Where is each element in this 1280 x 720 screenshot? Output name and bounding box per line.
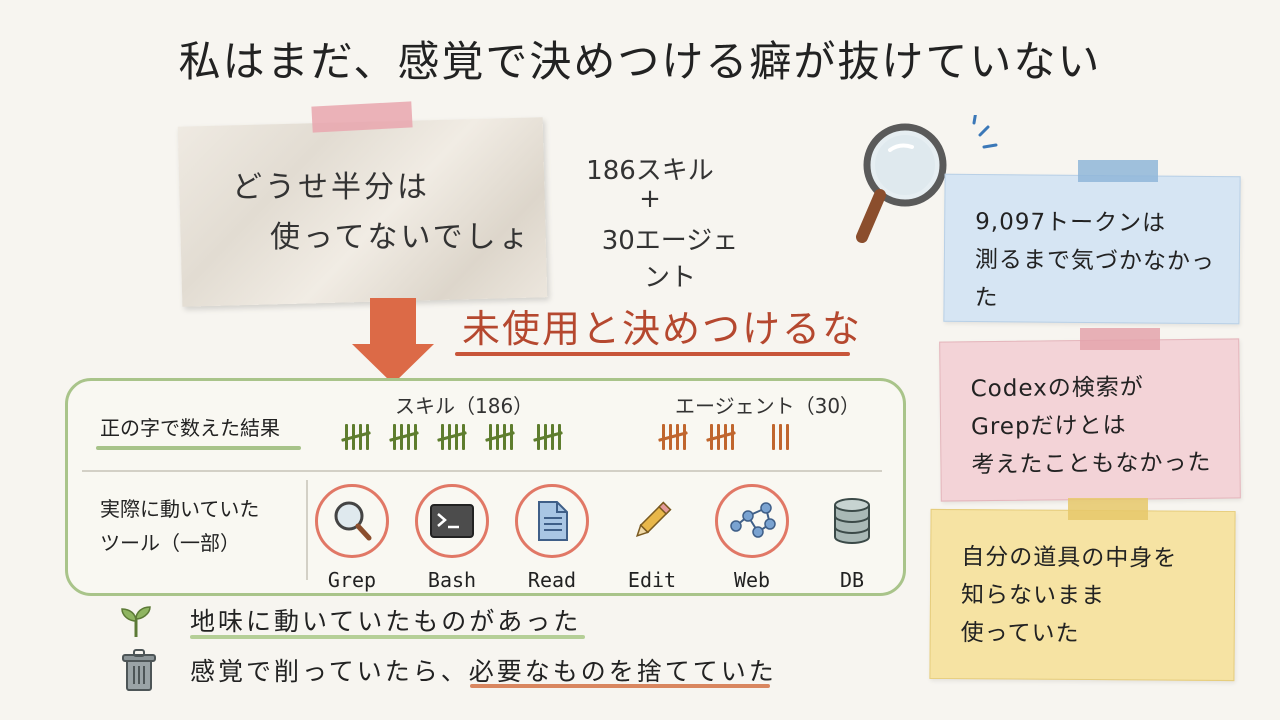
bottom-line-2-underline [470, 684, 770, 688]
tool-label-read: Read [527, 568, 577, 592]
note-blue-line-2: 測るまで気づかなかった [974, 246, 1216, 312]
tape-decoration [1080, 328, 1160, 350]
note-line-2: 使ってないでしょ [270, 220, 532, 255]
down-arrow-head [352, 344, 434, 384]
tally-mark [341, 424, 371, 450]
tool-db: DB [812, 484, 892, 592]
magnifier-illustration [850, 109, 1000, 269]
tally-mark [437, 424, 467, 450]
trash-can-icon [120, 648, 158, 696]
page-title: 私はまだ、感覚で決めつける癖が抜けていない [178, 37, 1102, 86]
tally-label-underline [96, 446, 301, 450]
skills-tally-label: スキル（186） [395, 394, 534, 418]
skills-tally [341, 424, 563, 450]
tool-label-edit: Edit [627, 568, 677, 592]
tool-label-web: Web [733, 568, 771, 592]
row-divider [82, 470, 882, 472]
tool-label-grep: Grep [327, 568, 377, 592]
note-yellow-line-3: 使っていた [960, 620, 1080, 647]
tally-row-label: 正の字で数えた結果 [100, 416, 280, 440]
tally-mark [772, 424, 789, 450]
document-icon [515, 484, 589, 558]
agents-count: 30エージェント [601, 226, 739, 293]
note-pink-line-2: Grepだけとは [970, 412, 1127, 441]
plus-sign: + [639, 184, 661, 214]
agents-tally-label: エージェント（30） [675, 394, 861, 418]
tape-decoration [311, 101, 413, 133]
note-yellow: 自分の道具の中身を 知らないまま 使っていた [929, 508, 1236, 682]
tally-mark [533, 424, 563, 450]
note-yellow-line-2: 知らないまま [960, 582, 1106, 610]
tool-label-bash: Bash [427, 568, 477, 592]
column-divider [306, 480, 308, 580]
network-icon [715, 484, 789, 558]
tool-grep: Grep [312, 484, 392, 592]
tools-row-label-2: ツール（一部） [100, 531, 240, 555]
bottom-line-2: 感覚で削っていたら、必要なものを捨てていた [190, 657, 777, 686]
skills-count: 186スキル [586, 156, 714, 186]
tool-read: Read [512, 484, 592, 592]
tool-label-db: DB [839, 568, 865, 592]
tape-decoration [1068, 498, 1148, 520]
note-yellow-line-1: 自分の道具の中身を [961, 544, 1178, 572]
agents-tally [658, 424, 789, 450]
tally-mark [389, 424, 419, 450]
tally-mark [485, 424, 515, 450]
note-blue: 9,097トークンは 測るまで気づかなかった [943, 173, 1241, 325]
bottom-line-1-underline [190, 635, 585, 639]
tally-mark [706, 424, 736, 450]
terminal-icon [415, 484, 489, 558]
note-pink: Codexの検索が Grepだけとは 考えたこともなかった [939, 338, 1241, 502]
pencil-icon [615, 484, 689, 558]
tools-row-label-1: 実際に動いていた [100, 497, 260, 521]
bottom-line-1: 地味に動いていたものがあった [190, 607, 582, 636]
tool-web: Web [712, 484, 792, 592]
note-line-1: どうせ半分は [232, 170, 430, 205]
tally-mark [658, 424, 688, 450]
tool-edit: Edit [612, 484, 692, 592]
tape-decoration [1078, 160, 1158, 182]
tools-list: Grep Bash Read Edit Web DB [312, 484, 892, 592]
note-blue-line-1: 9,097トークンは [975, 208, 1167, 237]
database-icon [815, 484, 889, 558]
down-arrow-icon [370, 298, 416, 348]
note-pink-line-1: Codexの検索が [970, 374, 1144, 403]
note-pink-line-3: 考えたこともなかった [971, 449, 1212, 479]
magnifier-icon [315, 484, 389, 558]
headline: 未使用と決めつけるな [462, 307, 863, 351]
headline-underline [455, 352, 850, 356]
tool-bash: Bash [412, 484, 492, 592]
sprout-icon [118, 605, 154, 643]
